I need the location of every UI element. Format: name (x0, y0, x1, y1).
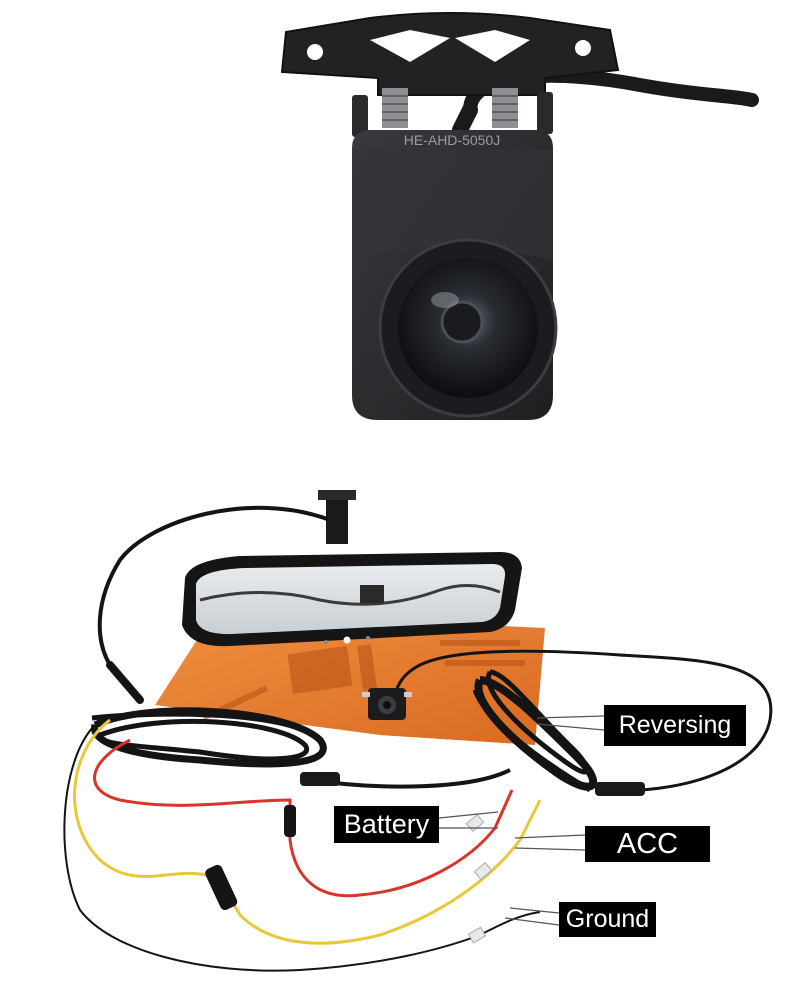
label-reversing: Reversing (604, 705, 746, 746)
camera-lens (440, 300, 484, 344)
mirror-kit (63, 490, 773, 972)
yellow-wire (73, 718, 542, 945)
camera-model-text: HE-AHD-5050J (404, 132, 500, 148)
label-acc: ACC (585, 826, 710, 862)
small-camera (362, 688, 412, 720)
label-battery: Battery (334, 806, 439, 843)
coiled-cable-right (472, 669, 598, 793)
label-ground: Ground (559, 902, 656, 937)
coiled-cable-left (91, 707, 327, 768)
rear-camera: HE-AHD-5050J (280, 12, 759, 420)
leader-lines (438, 715, 605, 926)
